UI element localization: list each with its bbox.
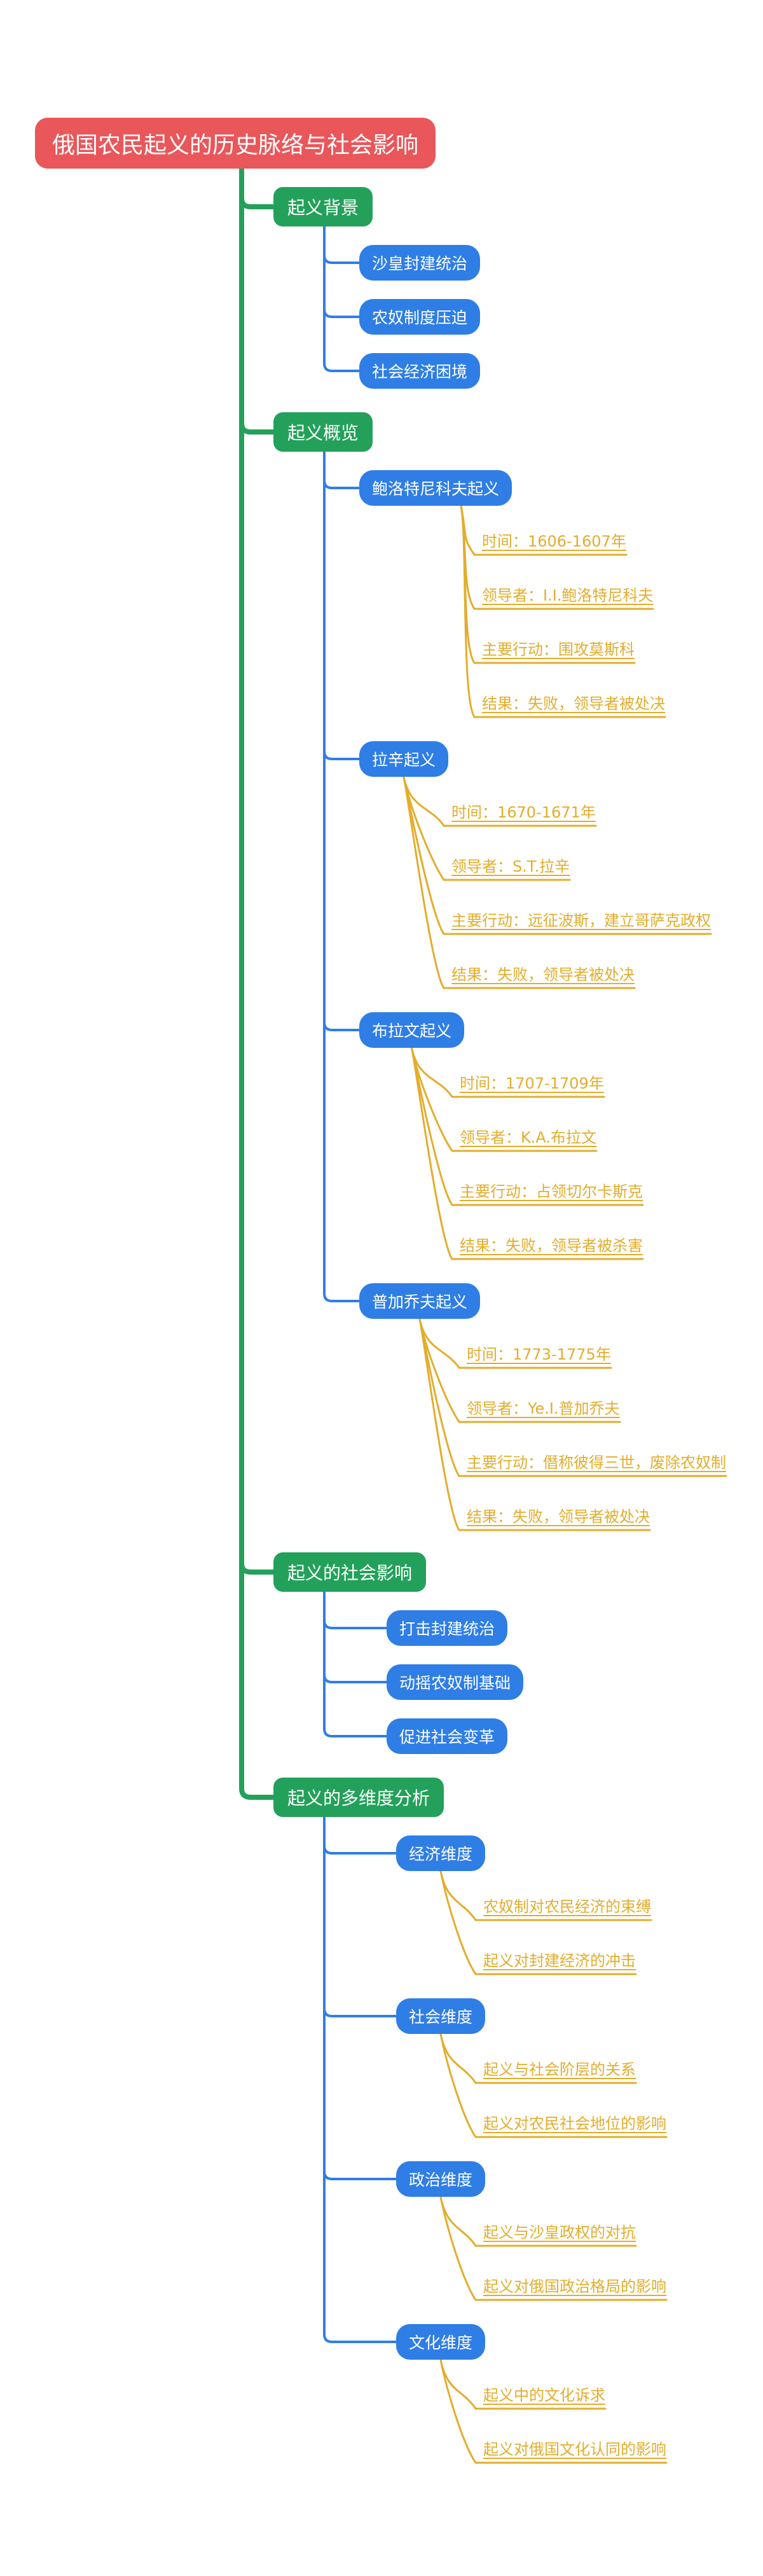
leaf-economic-2[interactable]: 起义对封建经济的冲击	[483, 1952, 636, 1970]
subnode-strike-feudal-rule[interactable]: 打击封建统治	[387, 1610, 508, 1646]
leaf-connector	[418, 1318, 727, 1477]
leaf-connector	[439, 2033, 668, 2138]
leaf-razin-action[interactable]: 主要行动：远征波斯，建立哥萨克政权	[451, 912, 711, 929]
subnode-connector	[323, 1716, 388, 1737]
subnode-political-dimension[interactable]: 政治维度	[396, 2161, 486, 2197]
subnode-connector	[323, 242, 361, 264]
leaf-bulavin-time[interactable]: 时间：1707-1709年	[460, 1075, 604, 1092]
leaf-razin-time[interactable]: 时间：1670-1671年	[451, 804, 596, 821]
subnode-bolotnikov[interactable]: 鲍洛特尼科夫起义	[359, 470, 512, 506]
leaf-cultural-2[interactable]: 起义对俄国文化认同的影响	[483, 2440, 666, 2458]
subnode-connector	[323, 1281, 361, 1302]
leaf-connector	[460, 505, 666, 718]
subnode-serfdom-oppression[interactable]: 农奴制度压迫	[359, 299, 481, 335]
leaf-connector	[411, 1047, 644, 1206]
subnode-bulavin[interactable]: 布拉文起义	[359, 1012, 465, 1048]
section-connector	[239, 1769, 276, 1800]
leaf-political-2[interactable]: 起义对俄国政治格局的影响	[483, 2278, 666, 2295]
leaf-razin-result[interactable]: 结果：失败，领导者被处决	[451, 966, 635, 984]
subnode-promote-change[interactable]: 促进社会变革	[387, 1718, 508, 1754]
leaf-razin-leader[interactable]: 领导者：S.T.拉辛	[451, 858, 570, 875]
leaf-connector	[411, 1047, 644, 1260]
leaf-connector	[460, 505, 636, 664]
leaf-social-2[interactable]: 起义对农民社会地位的影响	[483, 2115, 666, 2133]
section-connector	[239, 179, 276, 209]
subnode-razin[interactable]: 拉辛起义	[359, 741, 449, 777]
leaf-pugachev-time[interactable]: 时间：1773-1775年	[467, 1346, 611, 1363]
leaf-political-1[interactable]: 起义与沙皇政权的对抗	[483, 2224, 636, 2241]
leaf-bolotnikov-leader[interactable]: 领导者：I.I.鲍洛特尼科夫	[482, 587, 654, 604]
leaf-bolotnikov-result[interactable]: 结果：失败，领导者被处决	[482, 695, 665, 713]
leaf-pugachev-action[interactable]: 主要行动：僭称彼得三世，废除农奴制	[467, 1454, 726, 1472]
leaf-pugachev-leader[interactable]: 领导者：Ye.I.普加乔夫	[467, 1400, 620, 1417]
section-connector	[239, 404, 276, 435]
subnode-connector	[323, 1010, 361, 1031]
subnode-connector	[323, 2159, 397, 2180]
subnode-connector	[323, 1662, 388, 1683]
subnode-connector	[323, 1996, 397, 2017]
subnode-pugachev[interactable]: 普加乔夫起义	[359, 1283, 481, 1319]
section-overview[interactable]: 起义概览	[273, 412, 373, 452]
subnode-shake-serfdom[interactable]: 动摇农奴制基础	[387, 1664, 524, 1700]
subnode-connector	[323, 296, 361, 318]
subnode-economic-dimension[interactable]: 经济维度	[396, 1835, 486, 1871]
leaf-cultural-1[interactable]: 起义中的文化诉求	[483, 2386, 605, 2404]
leaf-bolotnikov-time[interactable]: 时间：1606-1607年	[482, 533, 626, 550]
leaf-bulavin-leader[interactable]: 领导者：K.A.布拉文	[460, 1129, 596, 1146]
leaf-pugachev-result[interactable]: 结果：失败，领导者被处决	[467, 1508, 650, 1526]
root-topic[interactable]: 俄国农民起义的历史脉络与社会影响	[35, 118, 436, 169]
subnode-connector	[323, 1833, 397, 1855]
subnode-economic-hardship[interactable]: 社会经济困境	[359, 353, 481, 389]
leaf-connector	[439, 2196, 668, 2301]
leaf-bulavin-result[interactable]: 结果：失败，领导者被杀害	[460, 1237, 643, 1255]
leaf-bolotnikov-action[interactable]: 主要行动：围攻莫斯科	[482, 641, 635, 658]
section-background[interactable]: 起义背景	[273, 187, 373, 226]
section-social-impact[interactable]: 起义的社会影响	[273, 1552, 427, 1592]
leaf-social-1[interactable]: 起义与社会阶层的关系	[483, 2061, 636, 2078]
leaf-connector	[402, 776, 636, 989]
subnode-connector	[323, 351, 361, 372]
subnode-cultural-dimension[interactable]: 文化维度	[396, 2324, 486, 2360]
section-multidimensional-analysis[interactable]: 起义的多维度分析	[273, 1778, 444, 1817]
section-connector	[239, 1544, 276, 1575]
subnode-tsarist-rule[interactable]: 沙皇封建统治	[359, 245, 481, 281]
subnode-connector	[323, 1608, 388, 1629]
leaf-connector	[402, 776, 712, 935]
leaf-bulavin-action[interactable]: 主要行动：占领切尔卡斯克	[460, 1183, 643, 1201]
subnode-connector	[323, 2322, 397, 2343]
leaf-economic-1[interactable]: 农奴制对农民经济的束缚	[483, 1898, 651, 1916]
subnode-social-dimension[interactable]: 社会维度	[396, 1998, 486, 2034]
subnode-connector	[323, 739, 361, 760]
subnode-connector	[323, 468, 361, 489]
leaf-connector	[439, 2358, 668, 2464]
leaf-connector	[418, 1318, 651, 1531]
leaf-connector	[439, 1870, 637, 1975]
